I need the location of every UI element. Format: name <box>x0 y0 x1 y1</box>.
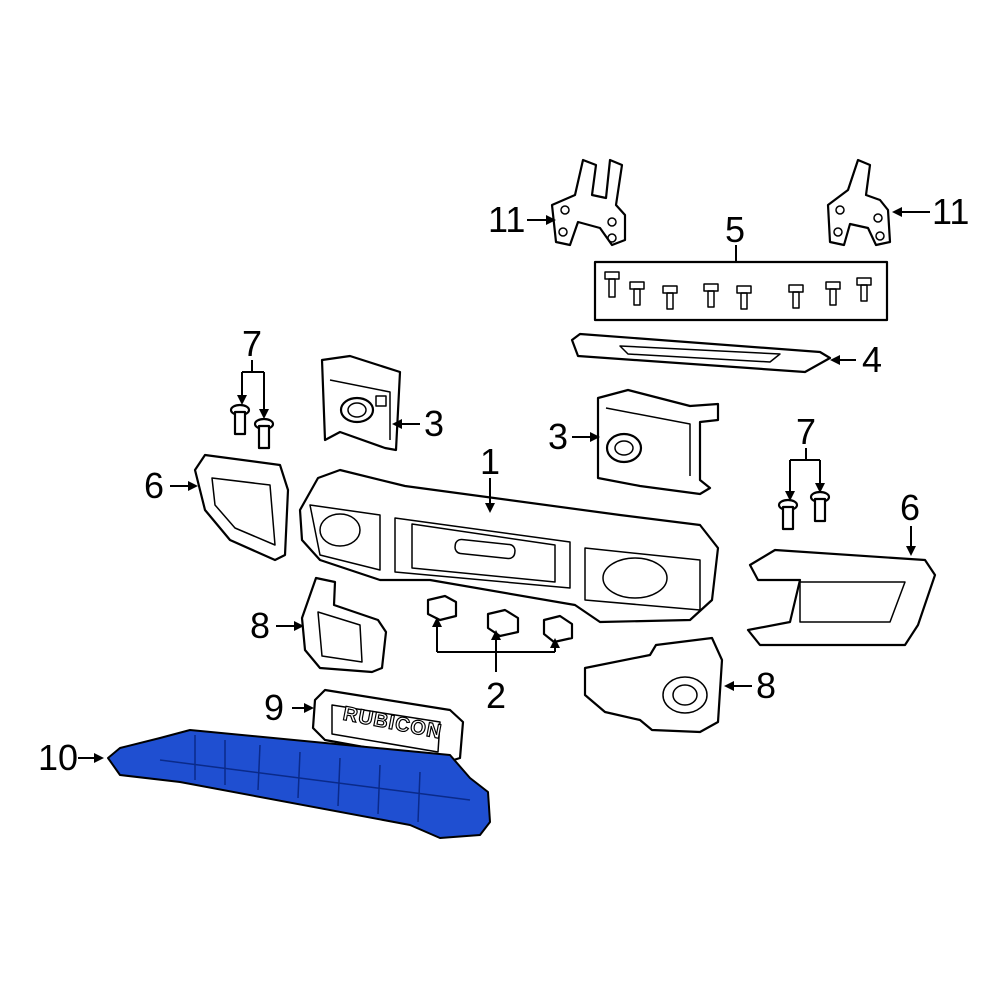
leader-lines <box>78 207 930 763</box>
part-6-right-endcap[interactable] <box>746 548 937 647</box>
part-10-skid-plate[interactable] <box>107 729 491 839</box>
callout-11-left: 11 <box>488 199 525 240</box>
callout-5: 5 <box>725 209 745 250</box>
part-3-right-mount[interactable] <box>596 388 720 496</box>
callout-3-right: 3 <box>548 416 568 457</box>
part-11-left-bracket[interactable] <box>550 158 627 247</box>
callout-6-right: 6 <box>900 487 920 528</box>
part-5-bolt-kit[interactable] <box>593 260 889 322</box>
callout-10: 10 <box>38 737 78 778</box>
callout-8-left: 8 <box>250 605 270 646</box>
callout-labels: 11 11 5 4 3 3 7 7 6 6 1 2 8 8 9 10 <box>38 191 969 778</box>
part-6-left-endcap[interactable] <box>193 453 290 562</box>
callout-4: 4 <box>862 339 882 380</box>
part-8-left-bracket[interactable] <box>300 576 388 674</box>
callout-2: 2 <box>486 675 506 716</box>
callout-8-right: 8 <box>756 665 776 706</box>
part-3-left-mount[interactable] <box>320 354 402 452</box>
callout-11-right: 11 <box>932 191 969 232</box>
part-2-clips[interactable] <box>426 594 574 644</box>
part-7-left-bolts[interactable] <box>229 403 275 450</box>
part-8-right-bracket[interactable] <box>583 636 724 734</box>
callout-7-left: 7 <box>242 323 262 364</box>
callout-9: 9 <box>264 687 284 728</box>
callout-1: 1 <box>480 441 500 482</box>
callout-7-right: 7 <box>796 411 816 452</box>
part-7-right-bolts[interactable] <box>777 490 831 531</box>
callout-3-left: 3 <box>424 403 444 444</box>
part-9-badge[interactable]: RUBICON <box>311 688 465 764</box>
part-1-bumper[interactable] <box>298 468 720 624</box>
part-11-right-bracket[interactable] <box>826 158 892 247</box>
part-4-upper-trim[interactable] <box>570 332 832 374</box>
callout-6-left: 6 <box>144 465 164 506</box>
